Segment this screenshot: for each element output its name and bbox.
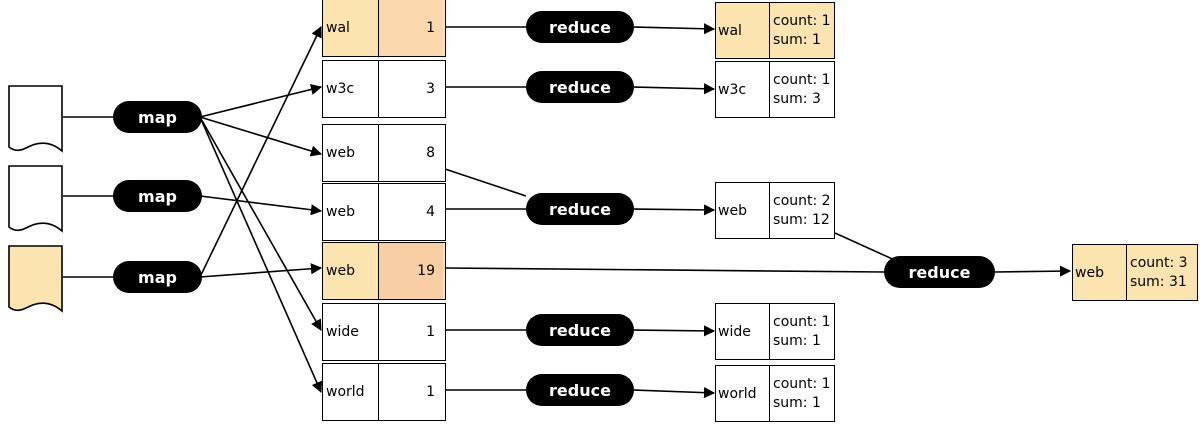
final-reduce-node: reduce [884, 256, 995, 288]
pair-key: web [323, 184, 379, 240]
intermediate-pair: web 8 [322, 124, 446, 182]
result-stats: count: 1 sum: 1 [770, 304, 831, 359]
pair-value: 1 [426, 384, 435, 400]
result-sum: sum: 1 [773, 394, 821, 411]
result-count: count: 1 [773, 375, 831, 392]
intermediate-pair: web 4 [322, 183, 446, 241]
intermediate-pair: w3c 3 [322, 60, 446, 118]
edge-map1-w3c [199, 83, 323, 118]
document-icon [8, 245, 63, 313]
result-count: count: 1 [773, 12, 831, 29]
edge-web19-reduce-final [444, 267, 885, 273]
result-sum: sum: 3 [773, 90, 821, 107]
final-result: web count: 3 sum: 31 [1072, 244, 1198, 301]
pair-key: wal [323, 0, 379, 56]
pair-value: 4 [426, 204, 435, 220]
reduce-node: reduce [526, 71, 634, 103]
pair-key: web [323, 243, 379, 299]
result-stats: count: 1 sum: 3 [770, 62, 831, 117]
document-icon [8, 165, 63, 233]
result-stats: count: 1 sum: 1 [770, 366, 831, 421]
edge-map1-web8 [199, 116, 323, 157]
reduce-result: w3c count: 1 sum: 3 [715, 61, 835, 118]
final-result-key: web [1073, 245, 1127, 300]
reduce-node: reduce [526, 193, 634, 225]
result-sum: sum: 1 [773, 31, 821, 48]
reduce-node: reduce [526, 11, 634, 43]
edge-map2-web4 [199, 195, 323, 216]
reduce-node: reduce [526, 374, 634, 406]
intermediate-pair: web 19 [322, 242, 446, 300]
edge-map3-web19 [199, 263, 323, 278]
final-result-count: count: 3 [1130, 254, 1188, 271]
final-result-stats: count: 3 sum: 31 [1127, 245, 1188, 300]
pair-key: web [323, 125, 379, 181]
edge-map1-wide [199, 116, 322, 331]
edge-reduce-wide [633, 325, 716, 337]
pair-key: world [323, 364, 379, 420]
result-count: count: 2 [773, 192, 831, 209]
pair-value: 1 [379, 0, 443, 56]
final-result-sum: sum: 31 [1130, 273, 1187, 290]
edge-webresult-reduce-final [834, 232, 900, 263]
pair-key: w3c [323, 61, 379, 117]
pair-value: 1 [426, 324, 435, 340]
result-key: wal [716, 3, 770, 58]
edge-reduce-world [633, 387, 716, 399]
reduce-result: world count: 1 sum: 1 [715, 365, 835, 422]
result-sum: sum: 12 [773, 211, 830, 228]
intermediate-pair: wide 1 [322, 303, 446, 361]
edge-web8-reduce [444, 168, 527, 197]
result-sum: sum: 1 [773, 332, 821, 349]
result-count: count: 1 [773, 71, 831, 88]
pair-value: 3 [426, 81, 435, 97]
edge-map3-wal [199, 25, 322, 278]
intermediate-pair: wal 1 [322, 0, 446, 57]
pair-value: 8 [426, 145, 435, 161]
reduce-result: wal count: 1 sum: 1 [715, 2, 835, 59]
edge-reduce-web [633, 204, 716, 216]
reduce-result: web count: 2 sum: 12 [715, 182, 835, 239]
reduce-result: wide count: 1 sum: 1 [715, 303, 835, 360]
edge-reduce-wal [633, 23, 716, 35]
edge-map1-world [199, 116, 323, 394]
map-node: map [113, 101, 202, 133]
pair-value: 19 [379, 243, 443, 299]
pair-key: wide [323, 304, 379, 360]
result-key: wide [716, 304, 770, 359]
result-key: w3c [716, 62, 770, 117]
result-stats: count: 2 sum: 12 [770, 183, 831, 238]
map-node: map [113, 180, 202, 212]
result-stats: count: 1 sum: 1 [770, 3, 831, 58]
intermediate-pair: world 1 [322, 363, 446, 421]
result-key: world [716, 366, 770, 421]
document-icon [8, 85, 63, 153]
map-node: map [113, 261, 202, 293]
edge-reduce-final [994, 265, 1072, 277]
result-key: web [716, 183, 770, 238]
reduce-node: reduce [526, 314, 634, 346]
edge-reduce-w3c [633, 83, 716, 95]
result-count: count: 1 [773, 313, 831, 330]
